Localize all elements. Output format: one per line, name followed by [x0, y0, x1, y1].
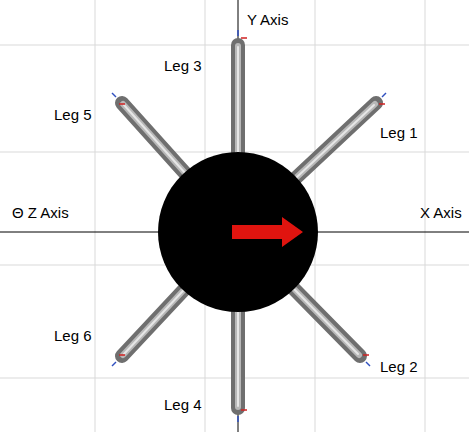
- legs: [122, 45, 376, 408]
- foot-markers: [112, 30, 386, 422]
- leg-label: Leg 1: [380, 124, 418, 142]
- leg-label: Leg 5: [54, 106, 92, 124]
- leg-label: Leg 2: [380, 358, 418, 376]
- leg-label: Leg 6: [54, 327, 92, 345]
- axis-label: Y Axis: [247, 11, 288, 29]
- body-circle: [158, 152, 318, 312]
- leg-label: Leg 4: [164, 396, 202, 414]
- axis-label: Θ Z Axis: [12, 204, 69, 222]
- leg-label: Leg 3: [164, 57, 202, 75]
- heading-arrow: [232, 217, 303, 247]
- axis-label: X Axis: [420, 204, 462, 222]
